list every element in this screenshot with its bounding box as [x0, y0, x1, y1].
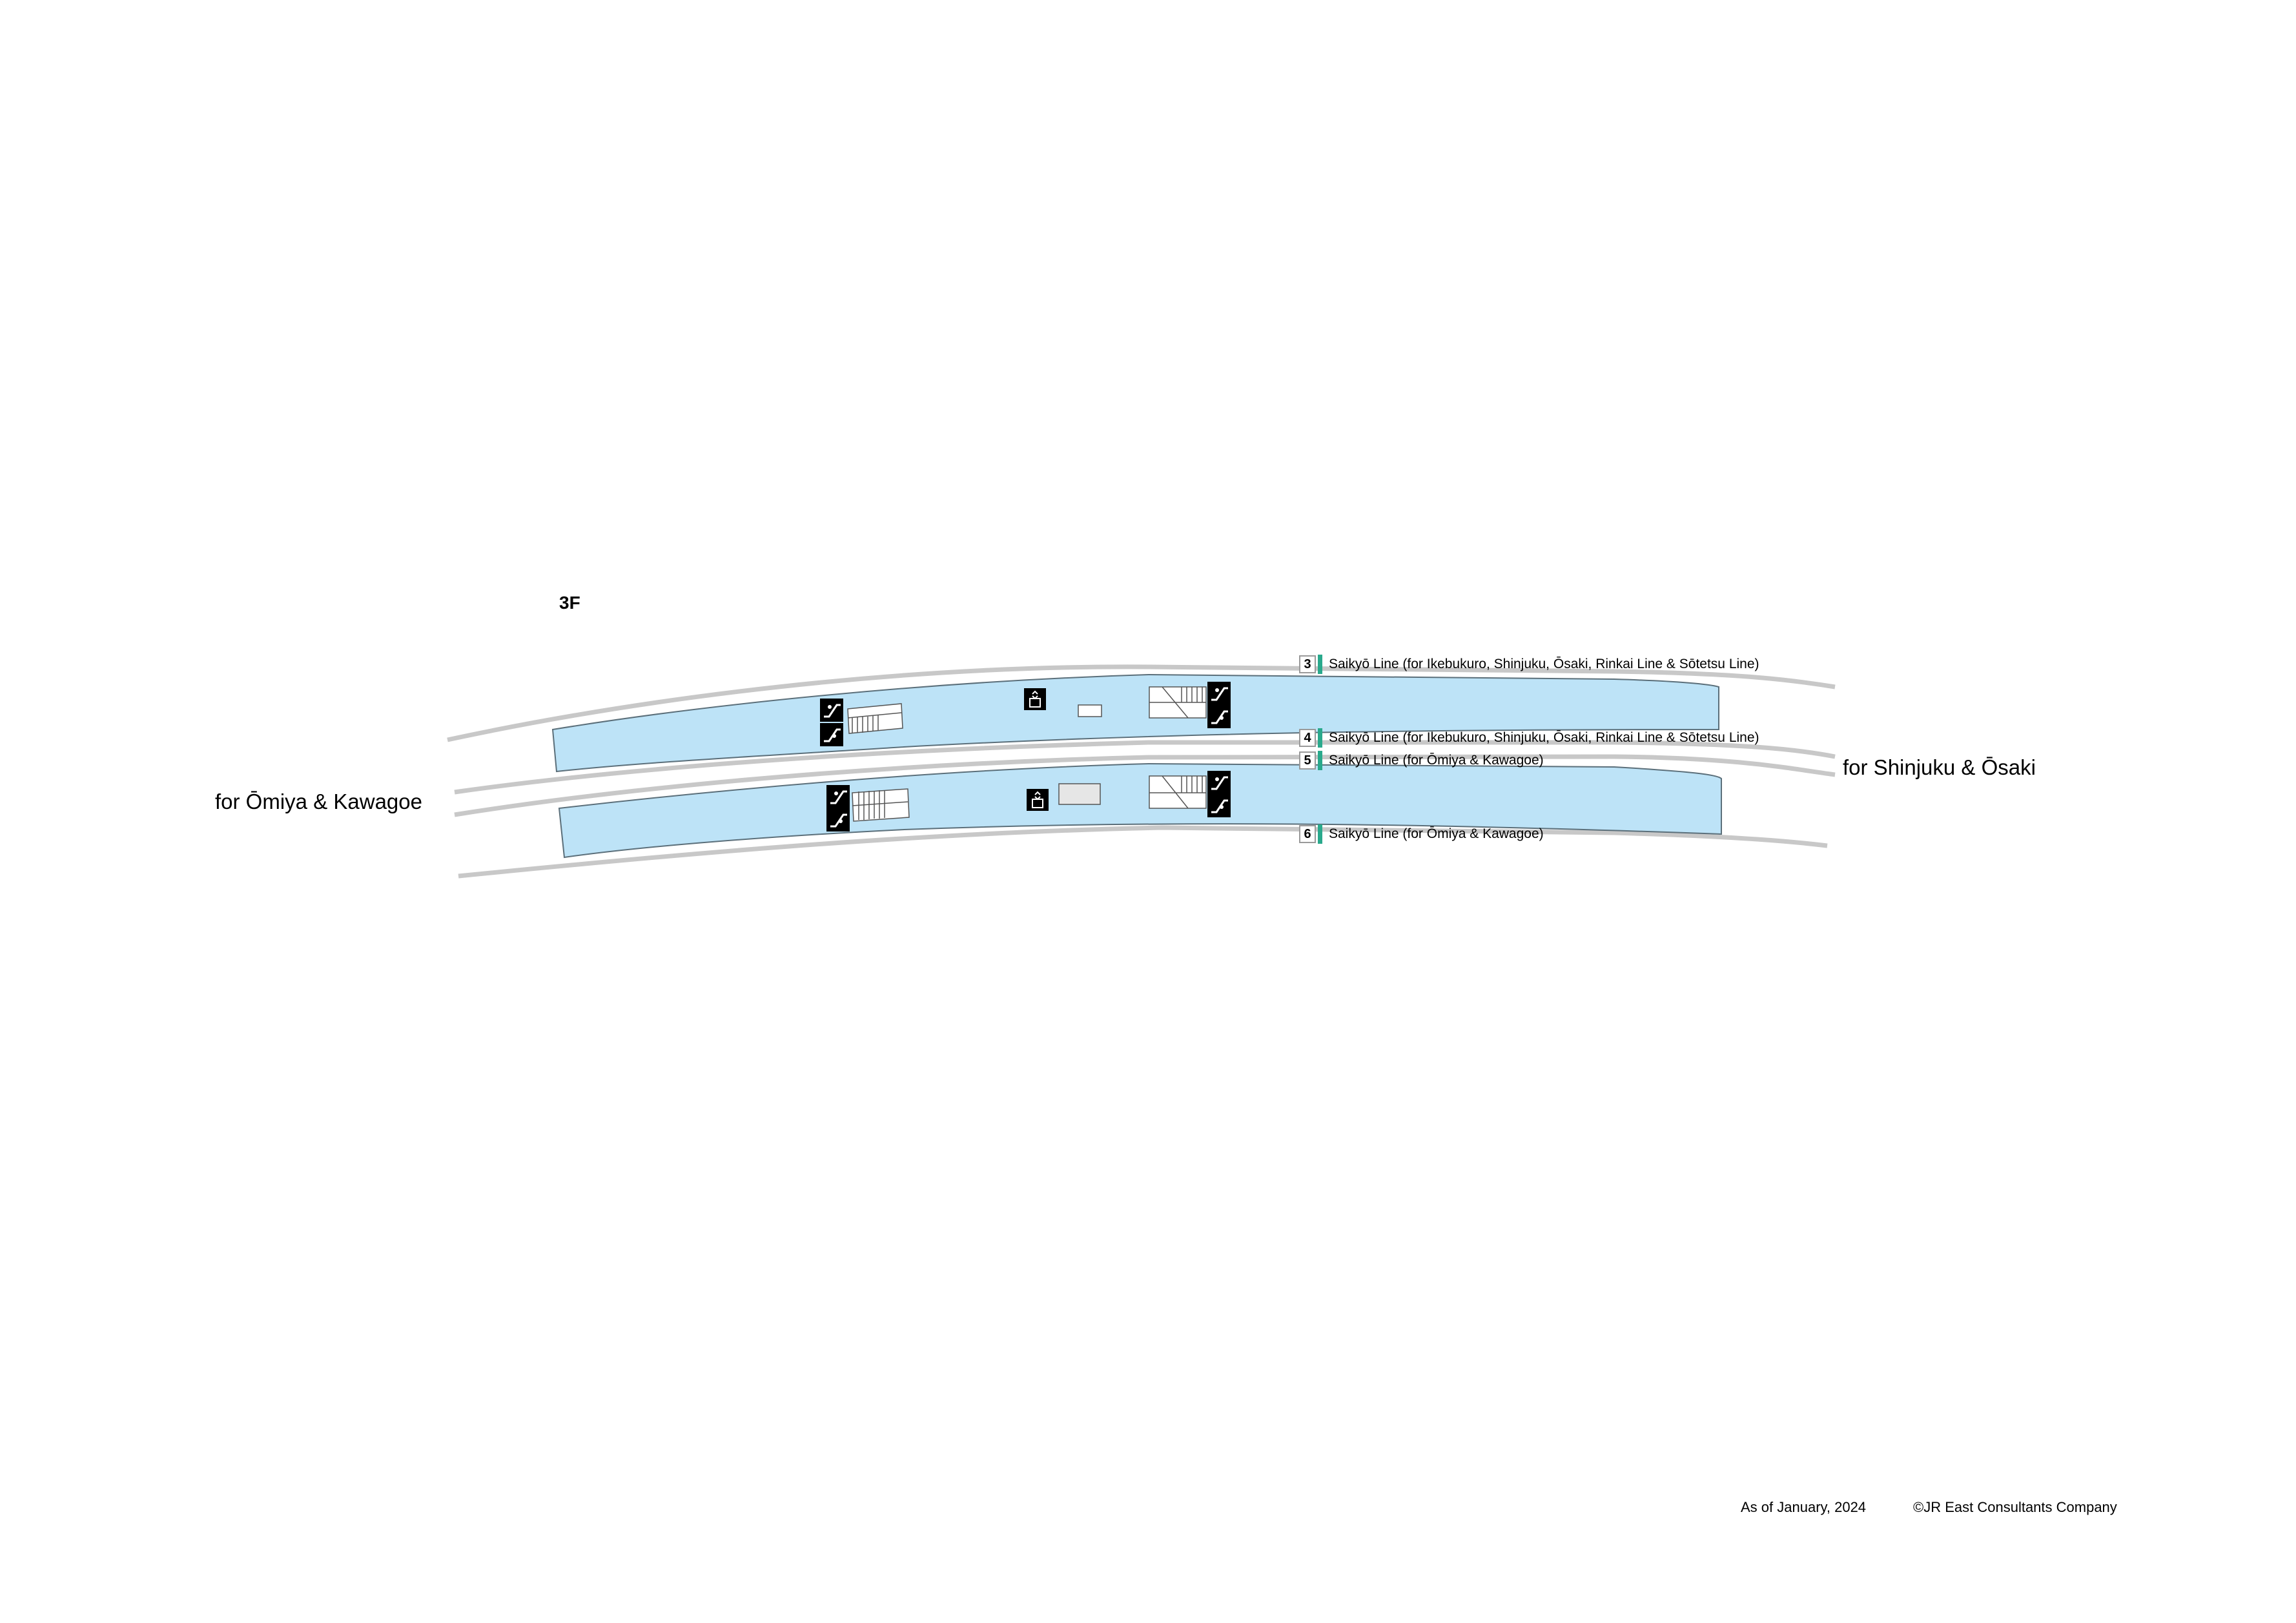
line-color-bar: [1318, 751, 1322, 770]
platform-island-5-6: [558, 762, 1722, 859]
structure-upper-center: [1078, 704, 1102, 717]
line-color-bar: [1318, 728, 1322, 748]
track-5: [454, 754, 1836, 817]
stairs-structures-upper: [847, 686, 1207, 734]
escalator-down-icon: [820, 723, 843, 746]
platform-island-3-4: [551, 673, 1719, 773]
platform-6-sign: 6 Saikyō Line (for Ōmiya & Kawagoe): [1299, 824, 1544, 844]
track-4: [454, 740, 1836, 795]
line-color-bar: [1318, 655, 1322, 674]
stairs-lower-right: [1149, 775, 1207, 809]
as-of-date: As of January, 2024: [1741, 1499, 1867, 1515]
copyright: ©JR East Consultants Company: [1913, 1499, 2117, 1515]
escalator-up-icon: [1207, 682, 1231, 705]
elevator-icon: [1027, 789, 1049, 811]
stairs-structures-lower: [852, 775, 1207, 822]
destination-right: for Shinjuku & Ōsaki: [1843, 755, 2036, 779]
stairs-upper-right: [1149, 686, 1207, 719]
escalator-down-icon: [1207, 794, 1231, 817]
escalator-down-icon: [1207, 705, 1231, 728]
escalator-up-icon: [1207, 771, 1231, 794]
stairs-lower-left: [852, 788, 910, 822]
platform-label: Saikyō Line (for Ikebukuro, Shinjuku, Ōs…: [1329, 657, 1759, 671]
track-3: [447, 664, 1836, 742]
tracks: [447, 664, 1836, 879]
platform-3-sign: 3 Saikyō Line (for Ikebukuro, Shinjuku, …: [1299, 655, 1759, 674]
platform-label: Saikyō Line (for Ōmiya & Kawagoe): [1329, 753, 1544, 768]
destination-left: for Ōmiya & Kawagoe: [215, 790, 422, 813]
escalator-up-icon: [826, 785, 850, 808]
facility-icons: [820, 682, 1231, 832]
platform-5-sign: 5 Saikyō Line (for Ōmiya & Kawagoe): [1299, 751, 1544, 770]
platform-label: Saikyō Line (for Ikebukuro, Shinjuku, Ōs…: [1329, 730, 1759, 745]
elevator-icon: [1024, 688, 1046, 710]
stairs-upper-left: [847, 703, 903, 734]
track-6: [458, 825, 1828, 879]
escalator-up-icon: [820, 699, 843, 722]
platform-number: 6: [1299, 825, 1316, 843]
floor-label: 3F: [559, 593, 580, 613]
escalator-down-icon: [826, 808, 850, 832]
platform-label: Saikyō Line (for Ōmiya & Kawagoe): [1329, 826, 1544, 841]
platform-number: 5: [1299, 751, 1316, 770]
platform-number: 3: [1299, 655, 1316, 673]
structure-lower-center: [1058, 783, 1101, 805]
platform-4-sign: 4 Saikyō Line (for Ikebukuro, Shinjuku, …: [1299, 728, 1759, 748]
platform-number: 4: [1299, 729, 1316, 747]
line-color-bar: [1318, 824, 1322, 844]
